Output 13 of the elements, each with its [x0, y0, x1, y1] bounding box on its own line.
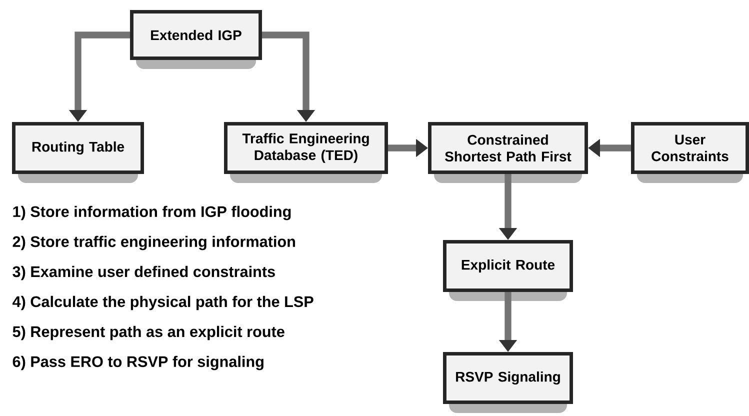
step-text: 3) Examine user defined constraints [12, 266, 275, 280]
step-text: 5) Represent path as an explicit route [12, 326, 284, 340]
step-text: 2) Store traffic engineering information [12, 236, 295, 250]
step-text: 4) Calculate the physical path for the LSP [12, 296, 314, 310]
process-box: User Constraints [631, 122, 749, 183]
process-box: Constrained Shortest Path First [428, 122, 588, 183]
process-box: Explicit Route [443, 240, 573, 301]
process-box: Extended IGP [130, 10, 262, 69]
process-box: RSVP Signaling [443, 352, 573, 413]
process-box: Routing Table [12, 122, 144, 183]
step-text: 1) Store information from IGP flooding [13, 206, 291, 220]
process-box: Traffic Engineering Database (TED) [224, 122, 388, 183]
step-text: 6) Pass ERO to RSVP for signaling [12, 356, 264, 370]
